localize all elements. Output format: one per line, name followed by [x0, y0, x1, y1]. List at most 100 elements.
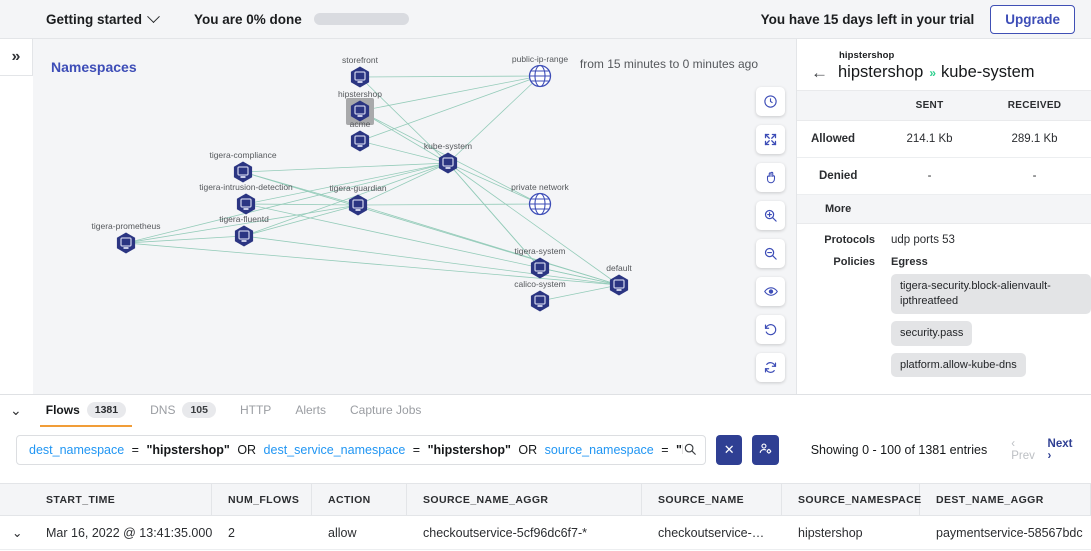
more-section-header[interactable]: More: [797, 195, 1091, 224]
details-eyebrow: hipstershop: [839, 50, 1091, 61]
graph-node-default[interactable]: default: [606, 263, 632, 296]
tab-count-badge: 105: [182, 402, 216, 418]
graph-node-public-ip-range[interactable]: public-ip-range: [512, 54, 568, 87]
prev-page-button[interactable]: ‹ Prev: [1011, 438, 1037, 462]
search-input[interactable]: dest_namespace = "hipstershop" OR dest_s…: [16, 435, 706, 465]
column-header-dest_name_aggr[interactable]: DEST_NAME_AGGR: [920, 483, 1091, 516]
row-expand-toggle[interactable]: ⌄: [0, 525, 30, 540]
query-token-str: "hipstershop": [143, 443, 230, 457]
allowed-received: 289.1 Kb: [978, 121, 1091, 158]
sidebar-expand-button[interactable]: »: [0, 39, 33, 76]
column-header-source_name_aggr[interactable]: SOURCE_NAME_AGGR: [407, 483, 642, 516]
zoom-out-icon[interactable]: [756, 239, 785, 268]
query-token-op: =: [124, 443, 143, 457]
query-token-op: =: [654, 443, 673, 457]
query-token-op: OR: [511, 443, 541, 457]
column-header-start_time[interactable]: START_TIME: [30, 483, 212, 516]
column-header-num_flows[interactable]: NUM_FLOWS: [212, 483, 312, 516]
query-token-field: source_namespace: [541, 443, 654, 457]
policy-chip-list: tigera-security.block-alienvault-ipthrea…: [891, 274, 1091, 384]
graph-node-calico-system[interactable]: calico-system: [514, 279, 565, 312]
column-header-action[interactable]: ACTION: [312, 483, 407, 516]
policies-label: Policies: [797, 256, 875, 268]
clear-filter-button[interactable]: ✕: [716, 435, 742, 465]
graph-node-label: tigera-prometheus: [92, 221, 161, 231]
next-page-button[interactable]: Next ›: [1048, 438, 1075, 462]
policy-chip[interactable]: platform.allow-kube-dns: [891, 353, 1026, 378]
table-row[interactable]: ⌄Mar 16, 2022 @ 13:41:35.0002allowchecko…: [0, 516, 1091, 550]
allowed-sent: 214.1 Kb: [881, 121, 978, 158]
cell-num-flows: 2: [212, 526, 312, 540]
getting-started-menu[interactable]: Getting started: [46, 12, 158, 27]
user-settings-button[interactable]: [752, 435, 778, 465]
table-header-row: SENT RECEIVED: [797, 91, 1091, 121]
graph-edge: [358, 205, 619, 285]
upgrade-button[interactable]: Upgrade: [990, 5, 1075, 34]
service-graph-canvas[interactable]: storefronthipstershopacmepublic-ip-range…: [33, 39, 796, 394]
details-source: hipstershop: [838, 63, 923, 82]
column-header-source_namespace[interactable]: SOURCE_NAMESPACE: [782, 483, 920, 516]
cell-start-time: Mar 16, 2022 @ 13:41:35.000: [30, 526, 212, 540]
query-token-str: "hipstershop": [424, 443, 511, 457]
tab-flows[interactable]: Flows 1381: [34, 395, 138, 425]
expand-icon[interactable]: [756, 125, 785, 154]
column-header[interactable]: [0, 483, 30, 516]
graph-node-label: public-ip-range: [512, 54, 568, 64]
flows-table: START_TIMENUM_FLOWSACTIONSOURCE_NAME_AGG…: [0, 483, 1091, 550]
progress-bar: [314, 13, 409, 25]
column-header-source_name[interactable]: SOURCE_NAME: [642, 483, 782, 516]
graph-toolbar[interactable]: [756, 87, 785, 382]
pagination[interactable]: ‹ Prev Next ›: [1011, 438, 1075, 462]
tab-label: Flows: [46, 403, 80, 417]
bottom-tabs[interactable]: ⌄ Flows 1381 DNS105HTTPAlerts Capture Jobs: [0, 395, 1091, 425]
graph-node-private-network[interactable]: private network: [511, 182, 569, 215]
graph-node-storefront[interactable]: storefront: [342, 55, 379, 88]
eye-icon[interactable]: [756, 277, 785, 306]
namespace-hexagon: [234, 162, 252, 183]
screen-base-icon: [358, 145, 363, 147]
namespace-hexagon: [117, 233, 135, 254]
graph-node-label: tigera-compliance: [209, 150, 276, 160]
policy-chip[interactable]: security.pass: [891, 321, 972, 346]
flow-details-panel: hipstershop ← hipstershop » kube-system …: [796, 39, 1091, 394]
zoom-in-icon[interactable]: [756, 201, 785, 230]
graph-node-tigera-fluentd[interactable]: tigera-fluentd: [219, 214, 269, 247]
trial-notice: You have 15 days left in your trial: [761, 12, 975, 27]
search-icon[interactable]: [683, 442, 697, 459]
namespace-hexagon: [235, 226, 253, 247]
cell-source-namespace: hipstershop: [782, 526, 920, 540]
hand-icon[interactable]: [756, 163, 785, 192]
screen-base-icon: [538, 305, 543, 307]
arrow-left-icon[interactable]: ←: [811, 64, 828, 81]
graph-node-tigera-system[interactable]: tigera-system: [514, 246, 565, 279]
query-token-str: "hipstershop: [673, 443, 683, 457]
service-graph-pane[interactable]: Namespaces from 15 minutes to 0 minutes …: [33, 39, 796, 394]
refresh-icon[interactable]: [756, 353, 785, 382]
undo-icon[interactable]: [756, 315, 785, 344]
screen-base-icon: [244, 208, 249, 210]
graph-node-tigera-intrusion-detection[interactable]: tigera-intrusion-detection: [199, 182, 293, 215]
screen-base-icon: [124, 247, 129, 249]
policy-chip[interactable]: tigera-security.block-alienvault-ipthrea…: [891, 274, 1091, 314]
page-title: hipstershop » kube-system: [838, 63, 1035, 82]
protocols-row: Protocols udp ports 53: [797, 224, 1091, 246]
tab-count-badge: 1381: [87, 402, 126, 418]
graph-node-tigera-compliance[interactable]: tigera-compliance: [209, 150, 276, 183]
tab-http[interactable]: HTTP: [228, 395, 283, 425]
clock-icon[interactable]: [756, 87, 785, 116]
screen-base-icon: [358, 81, 363, 83]
close-icon: ✕: [724, 442, 735, 458]
tab-capture-jobs[interactable]: Capture Jobs: [338, 395, 433, 425]
tab-alerts[interactable]: Alerts: [283, 395, 338, 425]
tab-label: Capture Jobs: [350, 403, 421, 417]
graph-node-acme[interactable]: acme: [350, 119, 371, 152]
chevron-down-double-icon[interactable]: ⌄: [10, 403, 22, 417]
graph-edge: [360, 76, 540, 111]
graph-edge: [244, 163, 448, 236]
tab-dns[interactable]: DNS105: [138, 395, 228, 425]
col-sent: SENT: [881, 91, 978, 121]
table-row-denied: Denied - -: [797, 158, 1091, 195]
graph-node-label: kube-system: [424, 141, 472, 151]
user-settings-icon: [758, 441, 773, 459]
graph-node-label: default: [606, 263, 632, 273]
